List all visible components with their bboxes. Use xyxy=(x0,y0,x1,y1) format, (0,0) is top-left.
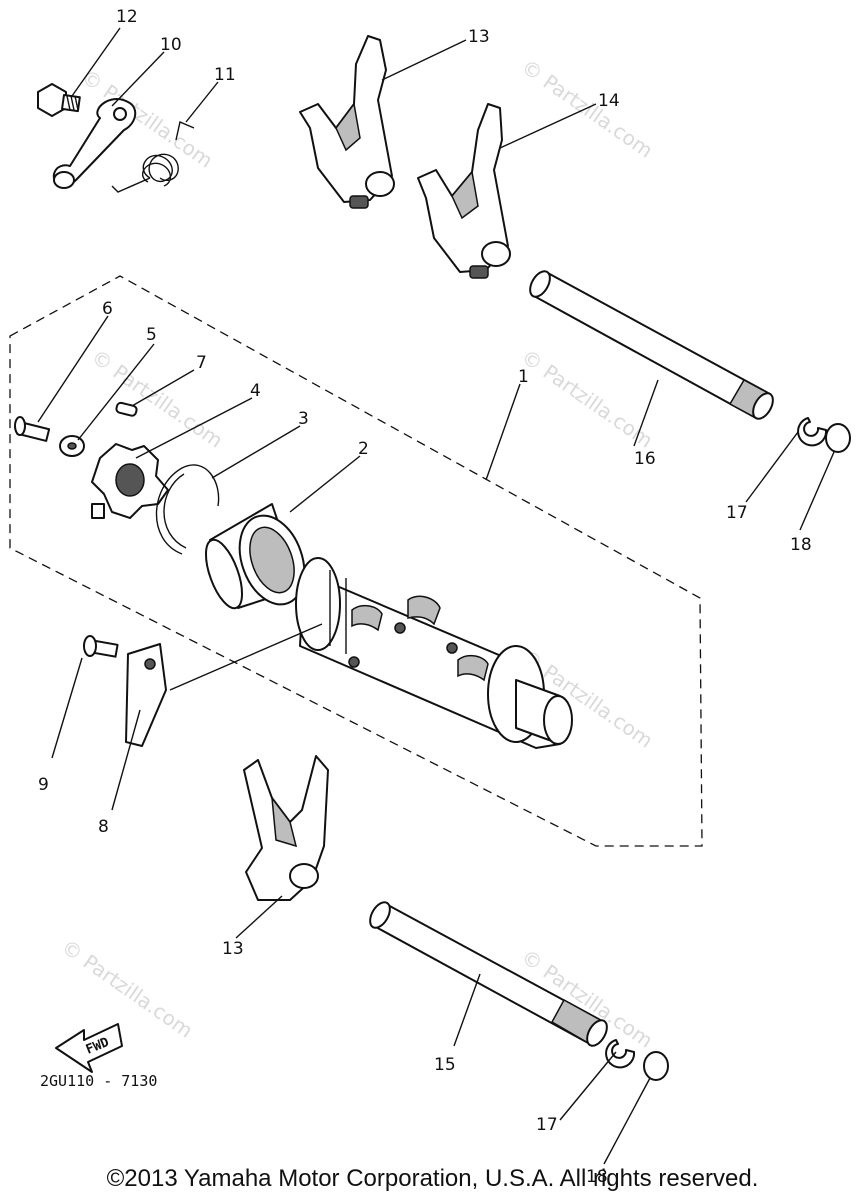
callout-8: 8 xyxy=(98,817,109,837)
watermark-text: © Partzilla.com xyxy=(517,344,657,452)
callout-15: 15 xyxy=(434,1055,456,1075)
part-17-clip-lower xyxy=(605,1039,636,1069)
part-6-screw xyxy=(14,416,51,442)
part-15-guide-bar xyxy=(369,901,608,1047)
part-18-cap-upper xyxy=(825,423,851,453)
callout-12: 12 xyxy=(116,7,138,27)
part-3-circlip xyxy=(155,464,220,555)
part-7-pin xyxy=(115,401,138,417)
callout-18-lower: 18 xyxy=(586,1167,608,1187)
part-17-clip-upper xyxy=(797,417,828,447)
part-8-plate xyxy=(125,643,167,747)
callout-6: 6 xyxy=(102,299,113,319)
callout-3: 3 xyxy=(298,409,309,429)
part-1-shift-cam xyxy=(295,557,573,749)
callout-11: 11 xyxy=(214,65,236,85)
part-13-shift-fork-upper xyxy=(299,35,395,209)
part-11-spring xyxy=(111,121,195,193)
callout-17-lower: 17 xyxy=(536,1115,558,1135)
part-14-shift-fork xyxy=(417,103,511,279)
fwd-arrow-icon: FWD xyxy=(55,1023,123,1073)
part-18-cap-lower xyxy=(643,1051,669,1081)
leader-lines xyxy=(37,27,835,1165)
callout-13-lower: 13 xyxy=(222,939,244,959)
callout-numbers: 12 10 11 13 14 1 2 3 4 7 5 6 16 17 18 9 … xyxy=(38,7,812,1187)
callout-5: 5 xyxy=(146,325,157,345)
part-2-bearing xyxy=(204,503,306,610)
callout-7: 7 xyxy=(196,353,207,373)
assembly-box-1 xyxy=(9,275,703,847)
watermark-text: © Partzilla.com xyxy=(57,934,197,1042)
copyright-notice: ©2013 Yamaha Motor Corporation, U.S.A. A… xyxy=(106,1165,759,1192)
callout-13-upper: 13 xyxy=(468,27,490,47)
callout-1: 1 xyxy=(518,367,529,387)
callout-14: 14 xyxy=(598,91,620,111)
part-10-stopper-lever xyxy=(52,98,137,189)
callout-4: 4 xyxy=(250,381,261,401)
callout-2: 2 xyxy=(358,439,369,459)
callout-16: 16 xyxy=(634,449,656,469)
part-16-guide-bar xyxy=(529,270,774,420)
part-5-washer xyxy=(59,435,85,457)
part-13-shift-fork-lower xyxy=(243,755,329,901)
callout-10: 10 xyxy=(160,35,182,55)
part-12-bolt xyxy=(37,83,81,117)
callout-9: 9 xyxy=(38,775,49,795)
part-4-segment xyxy=(91,443,169,519)
callout-17-upper: 17 xyxy=(726,503,748,523)
callout-18-upper: 18 xyxy=(790,535,812,555)
diagram-code: 2GU110 - 7130 xyxy=(40,1072,157,1090)
part-9-screw xyxy=(83,635,119,658)
